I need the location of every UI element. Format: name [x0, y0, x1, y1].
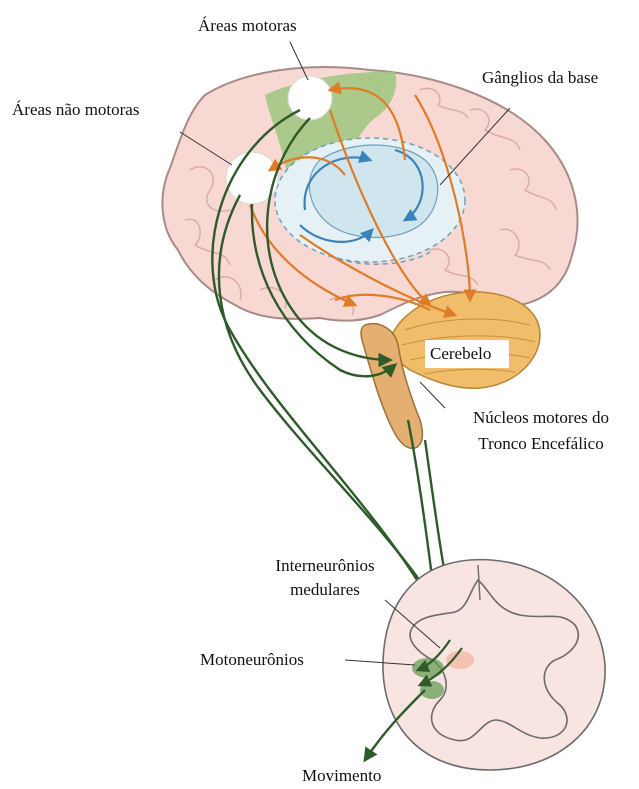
- label-motoneuronios: Motoneurônios: [200, 650, 304, 670]
- label-cerebelo: Cerebelo: [430, 344, 491, 364]
- label-ganglios-da-base: Gânglios da base: [482, 68, 598, 88]
- label-areas-motoras: Áreas motoras: [198, 16, 297, 36]
- label-nucleos-motores: Núcleos motores do Tronco Encefálico: [446, 408, 636, 454]
- label-interneuronios-line1: Interneurônios: [250, 556, 400, 576]
- label-interneuronios-line2: medulares: [250, 580, 400, 600]
- basal-ganglia-shape: [309, 145, 437, 237]
- label-movimento: Movimento: [302, 766, 381, 786]
- interneuron-cluster: [446, 651, 474, 669]
- label-nucleos-line2: Tronco Encefálico: [446, 434, 636, 454]
- label-areas-nao-motoras: Áreas não motoras: [12, 100, 139, 120]
- label-nucleos-line1: Núcleos motores do: [446, 408, 636, 428]
- label-interneuronios: Interneurônios medulares: [250, 556, 400, 600]
- motoneuron-cluster: [412, 658, 444, 678]
